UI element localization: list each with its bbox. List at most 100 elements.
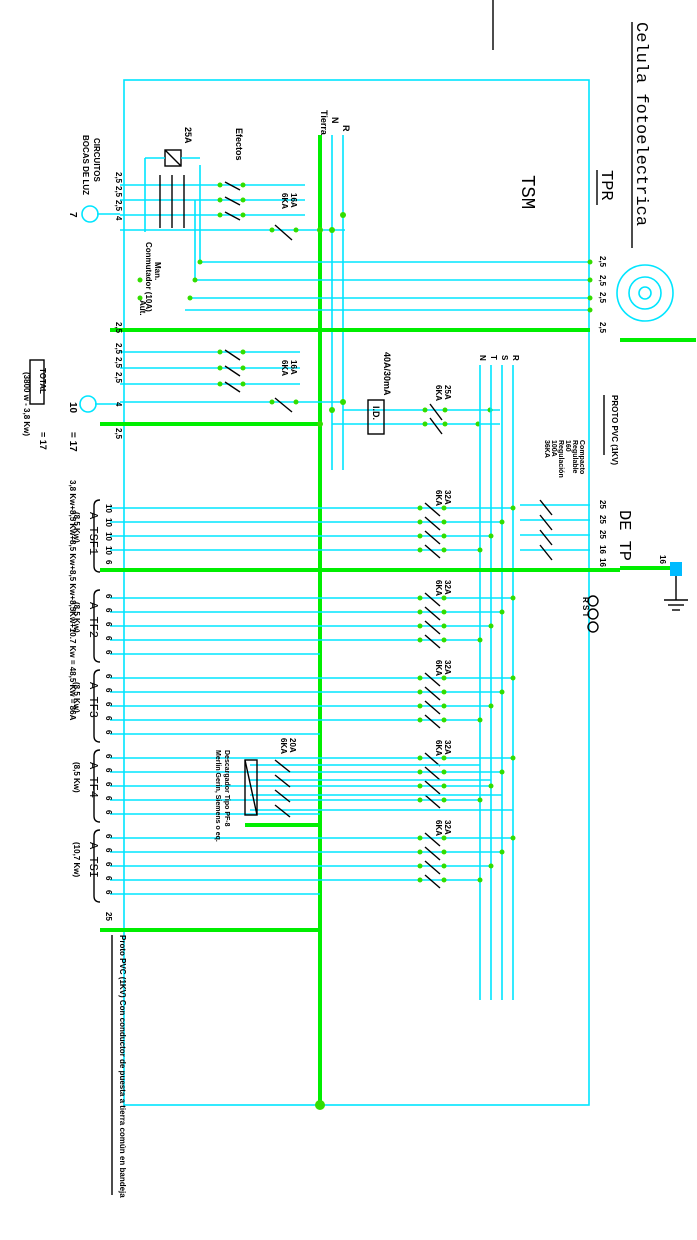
svg-text:10: 10 xyxy=(104,518,113,527)
earth-bus-node xyxy=(315,1100,325,1110)
svg-text:4: 4 xyxy=(114,402,123,407)
svg-text:6: 6 xyxy=(104,810,113,815)
surge-arrester xyxy=(244,759,513,827)
phase-label-r: R xyxy=(341,125,351,132)
svg-text:2,5: 2,5 xyxy=(114,322,123,334)
svg-text:A TSF1: A TSF1 xyxy=(86,512,100,555)
efectos-label: Efectos xyxy=(234,128,244,161)
svg-text:6KA: 6KA xyxy=(434,490,443,506)
svg-text:25: 25 xyxy=(598,500,607,509)
circuit-count-2-eq: = 17 xyxy=(67,432,78,452)
total-box xyxy=(29,359,45,405)
proto-pvc-label: PROTO PVC (1KV) xyxy=(610,395,619,465)
svg-text:6: 6 xyxy=(104,876,113,881)
man-label: Man. xyxy=(153,262,162,280)
rst-label: R S T xyxy=(581,597,590,618)
svg-text:16: 16 xyxy=(598,558,607,567)
svg-text:6: 6 xyxy=(104,560,113,565)
svg-text:(10,7 Kw): (10,7 Kw) xyxy=(72,842,81,877)
svg-text:2,5: 2,5 xyxy=(598,322,607,334)
svg-text:6KA: 6KA xyxy=(434,820,443,836)
aut-label: Aut. xyxy=(138,300,147,316)
conmutador-label: Conmutador (10A) xyxy=(144,242,153,312)
svg-text:6KA: 6KA xyxy=(434,660,443,676)
svg-text:16: 16 xyxy=(658,555,667,564)
svg-text:6: 6 xyxy=(104,782,113,787)
breaker-6ka-label-3: 6KA xyxy=(434,385,443,401)
svg-text:(8,5 Kw): (8,5 Kw) xyxy=(72,512,81,543)
svg-text:(8,5 Kw): (8,5 Kw) xyxy=(72,602,81,633)
svg-text:2,5: 2,5 xyxy=(598,256,607,268)
diff-box-label: I.D. xyxy=(371,406,381,420)
svg-text:160: 160 xyxy=(564,440,571,452)
svg-text:6: 6 xyxy=(104,834,113,839)
tsm-title: TSM xyxy=(516,175,538,209)
svg-text:25: 25 xyxy=(598,530,607,539)
svg-text:A TF3: A TF3 xyxy=(86,682,100,718)
svg-text:A TSI: A TSI xyxy=(86,842,100,878)
breaker-20a-label: 20A xyxy=(288,738,297,753)
svg-text:16: 16 xyxy=(598,545,607,554)
mid-phase-r: R xyxy=(511,355,520,361)
relay-25a-label: 25A xyxy=(183,127,193,144)
svg-text:10: 10 xyxy=(104,532,113,541)
svg-text:6: 6 xyxy=(104,608,113,613)
svg-text:36KA: 36KA xyxy=(543,440,550,458)
svg-text:2,5: 2,5 xyxy=(114,428,123,440)
mid-phase-s: S xyxy=(500,355,509,361)
breaker-16a-label-1: 16A xyxy=(289,193,298,208)
lighting-group-2 xyxy=(79,349,500,435)
svg-text:6KA: 6KA xyxy=(434,580,443,596)
svg-text:2,5: 2,5 xyxy=(114,343,123,355)
svg-text:32A: 32A xyxy=(443,740,452,755)
de-tp-title: DE TP xyxy=(614,510,633,561)
svg-text:10: 10 xyxy=(104,504,113,513)
distribution-buses xyxy=(479,365,514,1000)
breaker-6ka-label-4: 6KA xyxy=(279,738,288,754)
breaker-16a-label-2: 16A xyxy=(289,360,298,375)
feed-sections: 2,5 2,5 2,5 2,5 xyxy=(598,256,607,334)
svg-text:6: 6 xyxy=(104,622,113,627)
total-eq: = 17 xyxy=(38,432,48,450)
svg-text:6: 6 xyxy=(104,688,113,693)
fotocelula-title: Celula fotoelectrica xyxy=(631,22,650,226)
main-sections: 25 25 25 16 16 16 xyxy=(598,500,667,567)
tpr-title: TPR xyxy=(596,170,615,201)
rst-lamps xyxy=(587,595,599,633)
svg-text:A TF2: A TF2 xyxy=(86,602,100,638)
svg-text:32A: 32A xyxy=(443,820,452,835)
svg-text:10: 10 xyxy=(104,546,113,555)
svg-text:2,5: 2,5 xyxy=(114,186,123,198)
svg-text:32A: 32A xyxy=(443,660,452,675)
svg-text:32A: 32A xyxy=(443,580,452,595)
svg-text:25: 25 xyxy=(598,515,607,524)
svg-text:6: 6 xyxy=(104,754,113,759)
descargador-line-2: Merlin Gerin, Siemens o eq. xyxy=(214,750,221,842)
svg-text:6: 6 xyxy=(104,890,113,895)
main-incomer xyxy=(520,499,688,611)
svg-text:6: 6 xyxy=(104,702,113,707)
svg-text:(8,5 Kw): (8,5 Kw) xyxy=(72,682,81,713)
svg-text:6: 6 xyxy=(104,796,113,801)
breaker-25a-label: 25A xyxy=(443,385,452,400)
svg-text:2,5: 2,5 xyxy=(598,275,607,287)
breaker-6ka-label-2: 6KA xyxy=(280,360,289,376)
total-power: (3800 w - 3,8 Kw) xyxy=(22,372,31,436)
mid-phase-n: N xyxy=(478,355,487,361)
total-label: TOTAL xyxy=(38,368,47,394)
circuit-sections-a: 2,5 2,5 2,5 4 2,5 xyxy=(114,172,123,334)
svg-text:6KA: 6KA xyxy=(434,740,443,756)
circuitos-label: CIRCUITOS xyxy=(92,138,101,183)
svg-text:100A: 100A xyxy=(550,440,557,457)
diff-rating-label: 40A/30mA xyxy=(382,352,392,396)
bottom-section-label: 25 xyxy=(104,912,113,921)
svg-text:6: 6 xyxy=(104,848,113,853)
svg-text:(8,5 Kw): (8,5 Kw) xyxy=(72,762,81,793)
svg-text:2,5: 2,5 xyxy=(114,372,123,384)
sum-power: 3,8 Kw+8,5 Kw+8,5 Kw+8,5 Kw+8,5Kw+10.7 K… xyxy=(68,480,77,721)
